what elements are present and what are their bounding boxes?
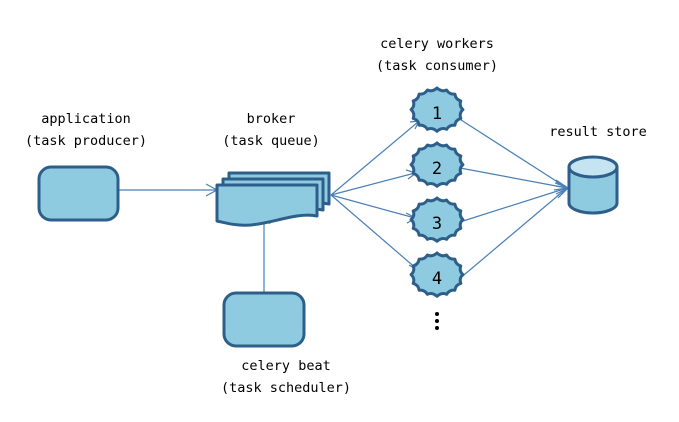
application-label-line2: (task producer) (25, 133, 147, 149)
application-label-line1: application (41, 111, 130, 127)
edge-application-to-broker (119, 183, 219, 197)
worker-1[interactable]: 1 (409, 86, 465, 133)
node-application[interactable] (37, 165, 120, 222)
worker-3-number: 3 (432, 214, 442, 234)
result-store-label-line1: result store (549, 124, 647, 140)
result-store-cylinder-top (567, 155, 619, 179)
worker-1-starburst[interactable] (409, 86, 465, 133)
celery-beat-label-line1: celery beat (241, 358, 330, 374)
node-result-store[interactable] (567, 155, 619, 215)
celery-beat-box[interactable] (222, 291, 306, 348)
edge-worker-2-to-result-store (459, 167, 570, 195)
worker-1-number: 1 (432, 104, 442, 124)
edge-worker-3-to-result-store (459, 185, 570, 223)
connectors-layer (119, 117, 570, 292)
broker-label-line2: (task queue) (222, 133, 320, 149)
worker-4-number: 4 (432, 269, 442, 289)
edge-worker-4-to-result-store (457, 182, 570, 281)
celery-beat-label-line2: (task scheduler) (221, 380, 351, 396)
celery-workers-label-line1: celery workers (380, 36, 494, 52)
celery-workers-label-line2: (task consumer) (376, 58, 498, 74)
worker-2[interactable]: 2 (409, 141, 465, 188)
worker-3[interactable]: 3 (409, 196, 465, 243)
worker-2-starburst[interactable] (409, 141, 465, 188)
worker-2-number: 2 (432, 159, 442, 179)
worker-4-starburst[interactable] (409, 251, 465, 298)
node-broker[interactable] (215, 171, 331, 227)
worker-4[interactable]: 4 (409, 251, 465, 298)
result-store-cylinder-body[interactable] (567, 165, 619, 215)
node-celery-beat[interactable] (222, 291, 306, 348)
broker-sheet-front[interactable] (215, 183, 319, 227)
application-box[interactable] (37, 165, 120, 222)
workers-vertical-ellipsis-icon (435, 312, 439, 330)
edge-broker-to-worker-2 (330, 169, 418, 196)
worker-3-starburst[interactable] (409, 196, 465, 243)
edge-broker-to-worker-3 (330, 194, 418, 224)
broker-label-line1: broker (247, 111, 296, 127)
